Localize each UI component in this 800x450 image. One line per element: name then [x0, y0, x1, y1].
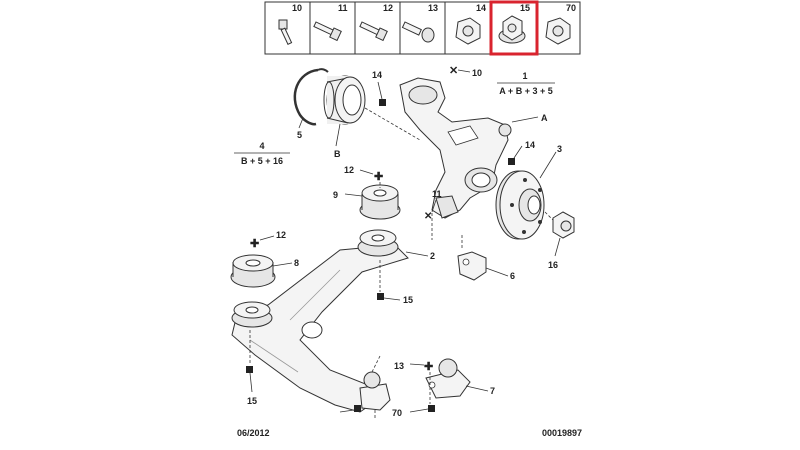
hub-nut-part-16	[552, 211, 575, 239]
parts-strip: 10 11 12 13 14 15 70	[264, 0, 581, 56]
wheel-bearing-part-B	[323, 75, 366, 125]
screw-13-icon	[401, 21, 435, 43]
bolt-10-marker-icon: ✕	[449, 65, 458, 77]
strip-cell-14-label: 14	[476, 3, 486, 13]
nut-15-marker-icon	[377, 293, 384, 300]
parts-strip-frame	[264, 1, 581, 55]
wheel-hub-part-3	[495, 170, 545, 240]
arm-rear-bushing	[231, 301, 273, 328]
callout-16: 16	[548, 260, 558, 270]
bolt-10-icon	[278, 19, 293, 46]
strip-cell-70-label: 70	[566, 3, 576, 13]
ball-joint-on-arm	[359, 371, 391, 411]
highlighted-part-15-marker	[489, 0, 539, 56]
strip-cell-13-label: 13	[428, 3, 438, 13]
callout-10: 10	[472, 68, 482, 78]
callout-12-upper: 12	[344, 165, 354, 175]
assembly-1-formula-text: A + B + 3 + 5	[499, 86, 552, 96]
bolt-12-icon	[359, 21, 388, 42]
arm-front-bushing	[357, 229, 399, 257]
bolt-11-marker-icon: ✕	[424, 211, 432, 222]
nut-15-lower-marker-icon	[246, 366, 253, 373]
callout-7: 7	[490, 386, 495, 396]
callout-14-right: 14	[525, 140, 535, 150]
strip-cell-10-label: 10	[292, 3, 302, 13]
bracket-part-6	[457, 234, 487, 281]
bolt-13-marker-icon: ✚	[424, 361, 433, 373]
circlip-part-5	[293, 68, 329, 126]
callout-9: 9	[333, 190, 338, 200]
callout-14-upper: 14	[372, 70, 382, 80]
assembly-4-number: 4	[259, 141, 264, 151]
assembly-1-number: 1	[522, 71, 527, 81]
steering-knuckle	[399, 77, 512, 219]
footer-reference: 00019897	[542, 428, 582, 438]
nut-70-right-marker-icon	[428, 405, 435, 412]
callout-6: 6	[510, 271, 515, 281]
nut-70-marker-icon	[354, 405, 361, 412]
nut-14-marker-icon	[379, 99, 386, 106]
callout-13: 13	[394, 361, 404, 371]
flanged-nut-15-icon	[498, 15, 526, 44]
callout-12-lower: 12	[276, 230, 286, 240]
callout-70: 70	[392, 408, 402, 418]
bushing-part-9	[359, 184, 401, 220]
footer-date: 06/2012	[237, 428, 270, 438]
bolt-12-marker-icon: ✚	[374, 171, 383, 183]
nut-14-right-marker-icon	[508, 158, 515, 165]
nut-70-icon	[545, 17, 571, 45]
ball-joint-part-7	[425, 358, 471, 399]
strip-cell-11-label: 11	[338, 3, 348, 13]
callout-A: A	[541, 113, 548, 123]
callout-15-lower: 15	[247, 396, 257, 406]
callout-15-right: 15	[403, 295, 413, 305]
callout-5: 5	[297, 130, 302, 140]
callout-B: B	[334, 149, 341, 159]
callout-8: 8	[294, 258, 299, 268]
assembly-4-formula: 4 B + 5 + 16	[234, 141, 290, 166]
nut-14-icon	[455, 17, 481, 45]
bolt-12-lower-marker-icon: ✚	[250, 238, 259, 250]
bushing-part-8	[230, 254, 276, 288]
assembly-4-formula-text: B + 5 + 16	[241, 156, 283, 166]
callout-11: 11	[432, 189, 442, 199]
callout-2: 2	[430, 251, 435, 261]
callout-3: 3	[557, 144, 562, 154]
assembly-1-formula: 1 A + B + 3 + 5	[497, 71, 555, 96]
strip-cell-15-label: 15	[520, 3, 530, 13]
strip-cell-12-label: 12	[383, 3, 393, 13]
bolt-11-icon	[313, 21, 342, 42]
